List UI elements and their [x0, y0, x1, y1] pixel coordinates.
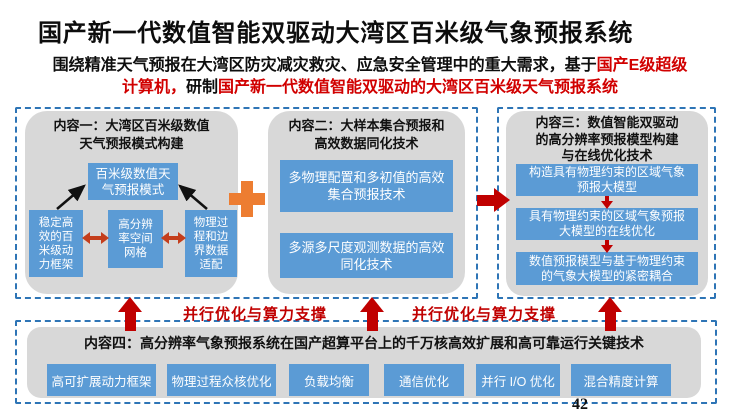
page-number: 42 — [572, 396, 588, 413]
dashed-container-bottom — [15, 320, 717, 404]
content3-box-3: 数值预报模型与基于物理约束的气象大模型的紧密耦合 — [516, 252, 698, 285]
subtitle-text-black: 围绕精准天气预报在大湾区防灾减灾救灾、应急安全管理中的重大需求，基于 — [52, 57, 597, 74]
content3-panel: 内容三：数值智能双驱动的高分辨率预报模型构建与在线优化技术 构造具有物理约束的区… — [506, 111, 708, 296]
subtitle-text-red: 计算机， — [121, 79, 186, 96]
content1-box-1: 稳定高效的百米级动力框架 — [29, 210, 83, 277]
subtitle-text-black: 研制 — [185, 79, 218, 96]
up-arrow-icon — [598, 297, 622, 331]
right-arrow-icon — [477, 188, 510, 212]
content4-box-5: 并行 I/O 优化 — [476, 364, 560, 396]
content4-box-3: 负载均衡 — [289, 364, 369, 396]
content3-heading: 内容三：数值智能双驱动的高分辨率预报模型构建与在线优化技术 — [535, 115, 679, 163]
content2-heading: 内容二：大样本集合预报和高效数据同化技术 — [288, 118, 445, 151]
content1-box-2: 高分辨率空间网格 — [108, 210, 163, 268]
content2-box-1: 多物理配置和多初值的高效集合预报技术 — [280, 160, 453, 212]
content4-box-2: 物理过程众核优化 — [167, 364, 276, 396]
subtitle-text-red: 国产E级超级 — [596, 57, 688, 74]
support-label-right: 并行优化与算力支撑 — [411, 306, 557, 323]
up-arrow-icon — [118, 297, 142, 331]
down-arrow-icon — [601, 196, 613, 209]
slide-title: 国产新一代数值智能双驱动大湾区百米级气象预报系统 — [38, 20, 634, 47]
down-arrow-icon — [601, 240, 613, 253]
content4-panel: 内容四：高分辨率气象预报系统在国产超算平台上的千万核高效扩展和高可靠运行关键技术… — [27, 327, 701, 398]
subtitle-line-2: 计算机，研制国产新一代数值智能双驱动的大湾区百米级天气预报系统 — [0, 77, 740, 99]
content1-top-box: 百米级数值天气预报模式 — [88, 163, 178, 200]
plus-icon — [241, 181, 253, 217]
content2-panel: 内容二：大样本集合预报和高效数据同化技术 多物理配置和多初值的高效集合预报技术 … — [268, 111, 465, 294]
slide-subtitle: 围绕精准天气预报在大湾区防灾减灾救灾、应急安全管理中的重大需求，基于国产E级超级… — [0, 55, 740, 99]
subtitle-text-red: 国产新一代数值智能双驱动的大湾区百米级天气预报系统 — [218, 79, 619, 96]
content4-box-1: 高可扩展动力框架 — [47, 364, 156, 396]
up-arrow-icon — [360, 297, 384, 331]
content3-box-2: 具有物理约束的区域气象预报大模型的在线优化 — [516, 208, 698, 240]
subtitle-line-1: 围绕精准天气预报在大湾区防灾减灾救灾、应急安全管理中的重大需求，基于国产E级超级 — [0, 55, 740, 77]
content1-panel: 内容一：大湾区百米级数值天气预报模式构建 百米级数值天气预报模式 稳定高效的百米… — [25, 111, 238, 294]
content3-box-1: 构造具有物理约束的区域气象预报大模型 — [516, 164, 698, 196]
double-arrow-icon — [82, 232, 109, 244]
double-arrow-icon — [161, 232, 186, 244]
content4-heading: 内容四：高分辨率气象预报系统在国产超算平台上的千万核高效扩展和高可靠运行关键技术 — [84, 335, 644, 351]
content4-box-6: 混合精度计算 — [571, 364, 671, 396]
content2-box-2: 多源多尺度观测数据的高效同化技术 — [280, 233, 453, 278]
content1-heading: 内容一：大湾区百米级数值天气预报模式构建 — [53, 118, 210, 151]
content4-box-4: 通信优化 — [384, 364, 464, 396]
flow-arrows-icon — [56, 184, 208, 210]
content1-box-3: 物理过程和边界数据适配 — [185, 210, 237, 277]
support-label-left: 并行优化与算力支撑 — [182, 306, 328, 323]
